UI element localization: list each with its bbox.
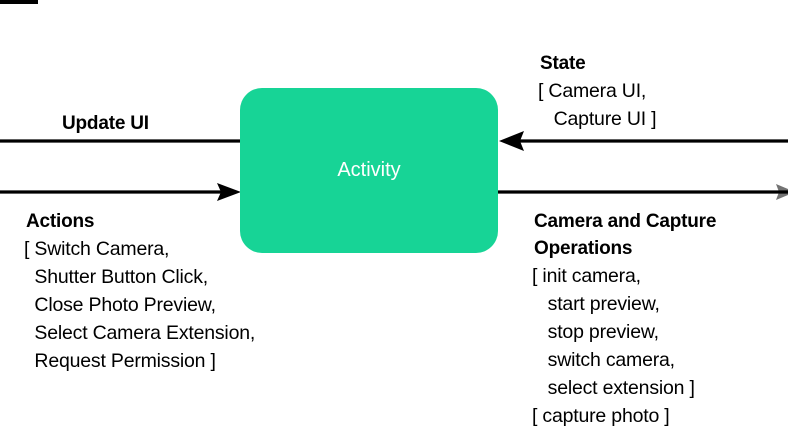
edge-state bbox=[499, 131, 788, 151]
label-update-ui-heading: Update UI bbox=[62, 113, 149, 134]
node-activity-label: Activity bbox=[337, 159, 401, 181]
label-state-item-0: [ Camera UI, bbox=[538, 80, 647, 102]
label-operations-heading-line-1: Camera and Capture bbox=[534, 211, 717, 232]
edge-camera-capture-operations bbox=[498, 184, 788, 200]
label-actions-item-4: Request Permission ] bbox=[24, 350, 216, 372]
label-actions-item-1: Shutter Button Click, bbox=[24, 266, 208, 288]
label-operations-item-1: start preview, bbox=[532, 293, 660, 315]
label-actions-item-2: Close Photo Preview, bbox=[24, 294, 216, 316]
edge-state-arrowhead bbox=[499, 131, 524, 151]
label-operations-heading-line-2: Operations bbox=[534, 238, 633, 259]
label-operations-item-4: select extension ] bbox=[532, 377, 695, 399]
node-activity-shape[interactable] bbox=[240, 88, 498, 253]
label-operations-item-3: switch camera, bbox=[532, 349, 675, 371]
edge-operations-arrowhead bbox=[776, 184, 788, 200]
edge-actions-arrowhead bbox=[217, 183, 241, 201]
label-actions-item-3: Select Camera Extension, bbox=[24, 322, 256, 344]
label-operations-item-5: [ capture photo ] bbox=[532, 405, 670, 427]
edge-actions bbox=[0, 183, 241, 201]
top-left-marker-bar bbox=[0, 0, 38, 4]
label-operations-item-0: [ init camera, bbox=[532, 265, 641, 287]
label-state-item-1: Capture UI ] bbox=[538, 108, 657, 130]
label-state-heading: State bbox=[540, 53, 586, 74]
label-actions-heading: Actions bbox=[26, 211, 95, 232]
label-operations-item-2: stop preview, bbox=[532, 321, 659, 343]
label-actions-item-0: [ Switch Camera, bbox=[24, 238, 170, 260]
